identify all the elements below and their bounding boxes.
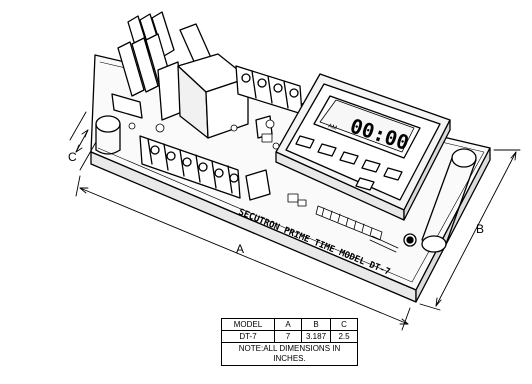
dimension-a — [75, 175, 411, 331]
table-note: NOTE:ALL DIMENSIONS IN INCHES. — [220, 342, 359, 366]
header-c: C — [330, 318, 359, 331]
battery — [403, 148, 477, 253]
heat-sinks — [111, 11, 213, 121]
cell-model: DT-7 — [221, 330, 275, 343]
dimension-label-c: C — [68, 150, 77, 164]
table-header-row: MODEL A B C — [221, 318, 359, 331]
header-a: A — [274, 318, 302, 331]
cell-a: 7 — [274, 330, 302, 343]
terminal-block-top — [235, 65, 303, 115]
dimension-c — [69, 111, 97, 171]
dimension-b — [419, 149, 521, 311]
header-model: MODEL — [221, 318, 275, 331]
dimension-label-b: B — [476, 222, 485, 236]
dimensions-table: MODEL A B C DT-7 7 3.187 2.5 NOTE:ALL DI… — [220, 318, 359, 366]
capacitor — [95, 115, 121, 155]
display-module — [275, 73, 451, 221]
table-row: DT-7 7 3.187 2.5 — [221, 330, 359, 343]
small-components — [128, 119, 399, 253]
table-note-row: NOTE:ALL DIMENSIONS IN INCHES. — [220, 342, 359, 366]
lcd-indicator: AM — [327, 123, 337, 131]
cell-c: 2.5 — [330, 330, 359, 343]
terminal-block-left — [139, 135, 241, 199]
header-b: B — [300, 318, 332, 331]
cell-b: 3.187 — [300, 330, 332, 343]
resistor-array — [315, 205, 383, 241]
dimension-label-a: A — [236, 242, 245, 256]
